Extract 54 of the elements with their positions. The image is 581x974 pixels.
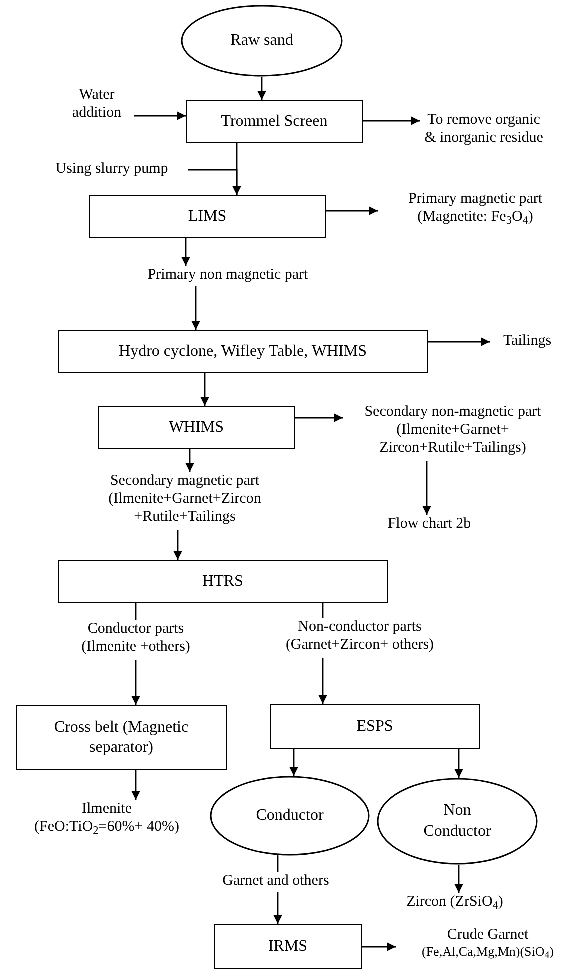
flow-text: Primary non magnetic part [148,266,308,284]
arrow [186,449,194,472]
process-box: Trommel Screen [186,100,363,143]
flow-text: Flow chart 2b [388,515,472,533]
flow-text: Secondary non-magnetic part (Ilmenite+Garnet+ Zircon+Rutile+Tailings) [364,403,542,457]
terminal-ellipse [210,776,370,856]
arrow [258,77,266,100]
process-box: ESPS [270,704,480,749]
terminal-ellipse [181,5,343,77]
connector-line [322,603,324,618]
flow-text: Non-conductor parts (Garnet+Zircon+ others) [284,618,436,654]
flow-text: Secondary magnetic part (Ilmenite+Garnet+Zircon +Rutile+Tailings [108,472,262,526]
process-box: HTRS [58,560,388,603]
process-box: LIMS [89,195,326,238]
arrow [363,116,420,126]
process-box: Hydro cyclone, Wifley Table, WHIMS [58,330,428,373]
arrow [326,206,378,216]
flow-text: Using slurry pump [56,160,168,178]
ellipse-label: Conductor [255,806,325,826]
arrow [134,112,186,120]
arrow [454,865,464,893]
flow-text: Crude Garnet [447,926,529,944]
flow-text: (Fe,Al,Ca,Mg,Mn)(SiO$_{4}$) [422,944,554,960]
process-box: WHIMS [98,406,295,449]
arrow [200,373,210,406]
flow-text: Primary magnetic part (Magnetite: Fe$_{3}$O$_{4}$) [407,190,544,226]
ellipse-label: Non Conductor [422,800,492,842]
arrow [454,749,464,778]
flow-text: Garnet and others [222,872,330,890]
arrow [274,892,282,924]
arrow [295,414,343,422]
connector-line [135,603,137,620]
arrow [362,942,396,952]
flow-text: To remove organic & inorganic residue [424,111,544,147]
arrow [232,143,242,195]
arrow [132,770,140,800]
arrow [318,658,328,704]
process-box: Cross belt (Magnetic separator) [16,705,227,770]
flow-text: Tailings [503,332,552,350]
arrow [192,286,200,330]
arrow [428,338,490,346]
arrow [290,749,298,776]
ellipse-label: Raw sand [230,30,294,51]
flow-text: Water addition [71,86,123,122]
arrow [174,530,182,560]
flow-text: Conductor parts (Ilmenite +others) [80,620,192,656]
arrow [182,238,190,266]
terminal-ellipse [377,778,538,865]
process-box: IRMS [214,924,362,969]
flow-text: Zircon (ZrSiO$_{4}$) [406,893,504,911]
arrow [132,660,140,705]
flow-text: Ilmenite (FeO:TiO$_{2}$=60%+ 40%) [34,800,180,836]
arrow [422,461,432,515]
connector-line [277,856,279,872]
